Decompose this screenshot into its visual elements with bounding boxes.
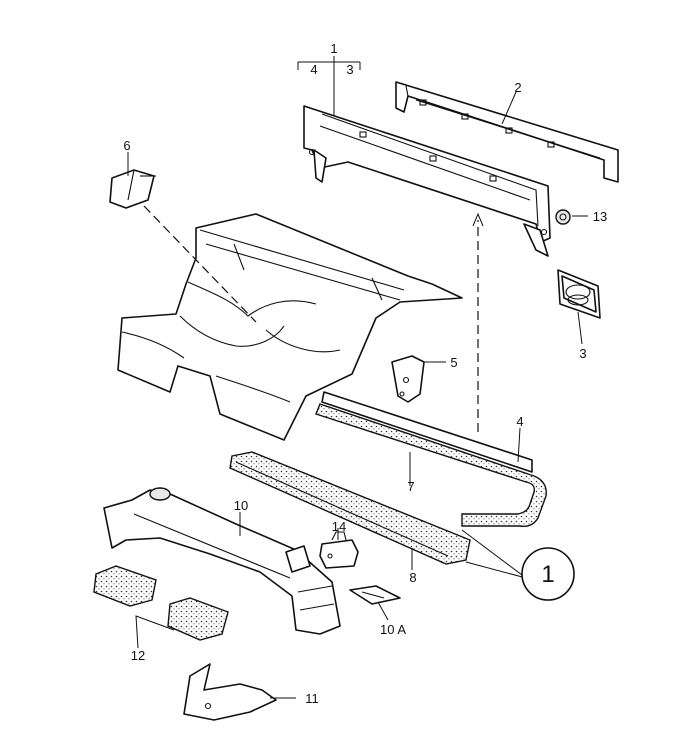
floor-pan-assembly [117,213,463,441]
label-part-5: 5 [450,355,457,370]
label-part-3: 3 [579,346,586,361]
label-part-13: 13 [593,209,607,224]
label-part-7: 7 [407,479,414,494]
part-4-lower-strip [321,391,533,473]
part-7-foam-seal [315,403,547,528]
part-2-upper-rail [395,81,619,183]
label-part-2: 2 [514,80,521,95]
part-1-rear-panel [303,105,551,257]
label-part-8: 8 [409,570,416,585]
part-6-small-bracket [109,169,156,209]
label-part-12: 12 [131,648,145,663]
part-13-grommet [555,209,571,225]
label-part-6: 6 [123,138,130,153]
part-10a-small-plate [349,585,401,605]
part-10-crossmember [103,487,341,635]
reference-circle: 1 [521,547,575,601]
callout-labels: 1 4 3 2 13 3 6 5 4 7 8 10 14 10 A 12 11 [123,41,607,706]
label-part-1-sub-3: 3 [346,62,353,77]
label-part-10a: 10 A [380,622,406,637]
label-part-1-sub-4: 4 [310,62,317,77]
part-3-clip-bracket [557,269,601,319]
label-part-1: 1 [330,41,337,56]
reference-circle-label: 1 [541,561,554,588]
label-part-4: 4 [516,414,523,429]
part-12-foam-blocks [93,565,229,641]
label-part-14: 14 [332,519,346,534]
label-part-10: 10 [234,498,248,513]
part-14-mount-block [319,531,359,569]
part-5-mounting-bracket [391,355,425,403]
part-8-foam-channel [229,451,471,565]
part-11-lower-bracket [183,663,277,721]
label-part-11: 11 [305,691,319,706]
leader-lines [127,56,588,699]
